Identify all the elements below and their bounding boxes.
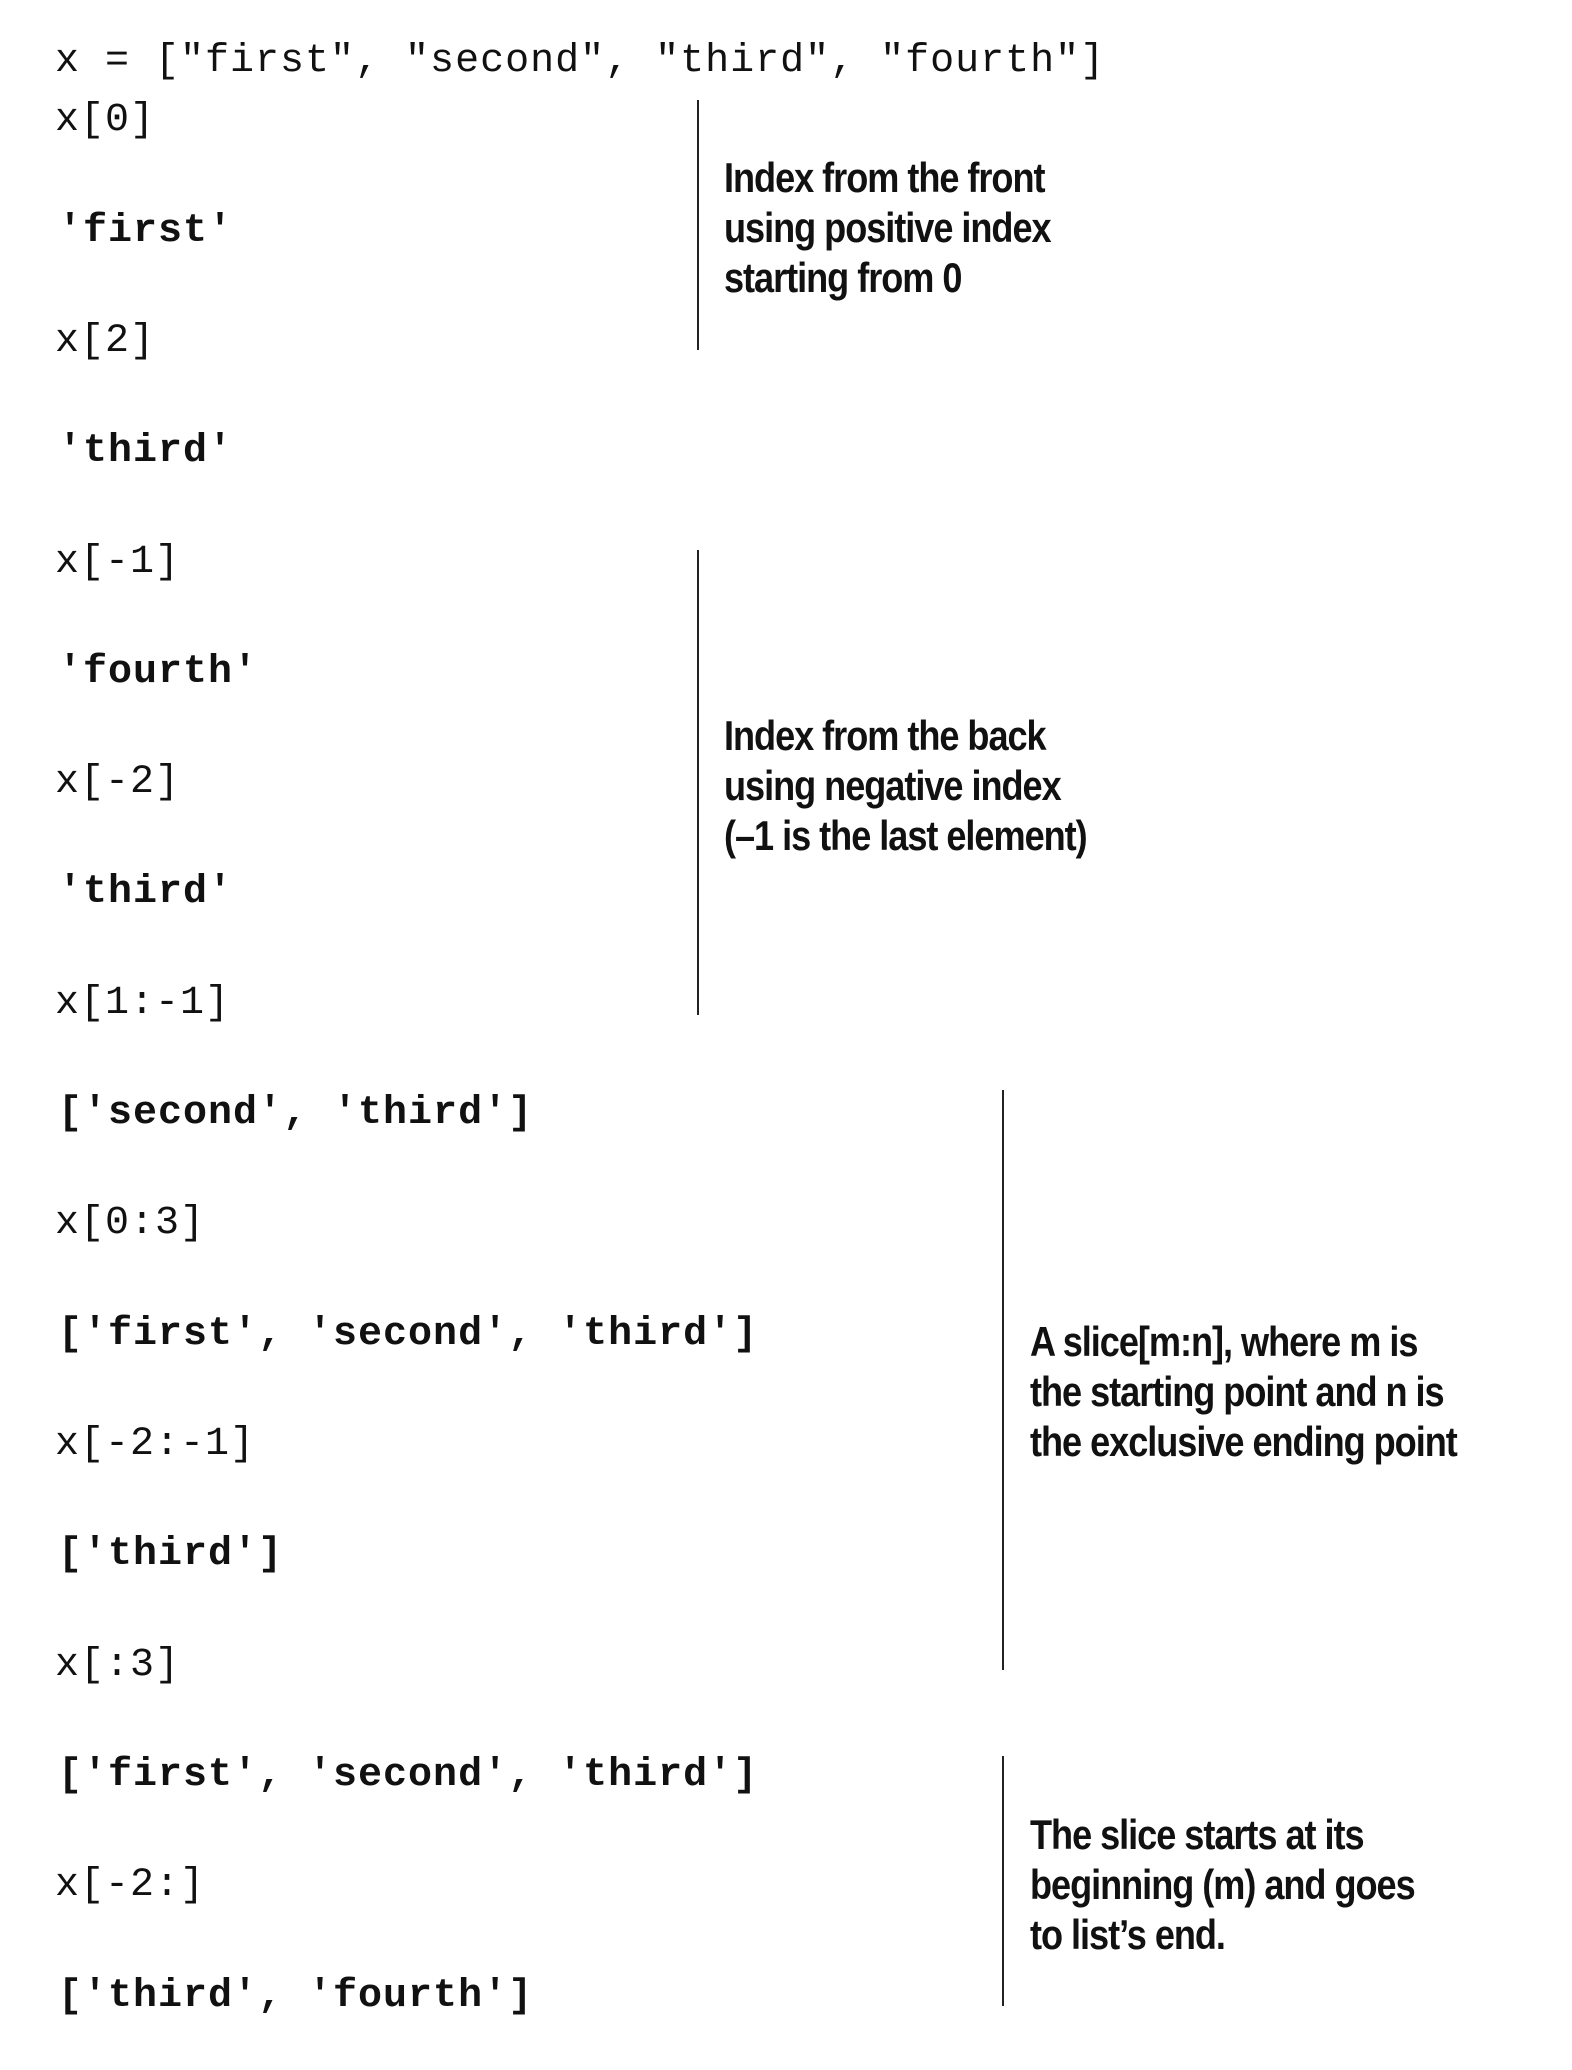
output-line: 'third' <box>58 429 234 474</box>
annotation-divider <box>697 100 699 350</box>
annotation-line: the starting point and n is <box>1030 1368 1445 1415</box>
annotation-line: The slice starts at its <box>1030 1811 1365 1858</box>
code-line-slice-0-3: x[0:3] <box>55 1201 206 1246</box>
code-line-slice-neg-2-to-end: x[-2:] <box>55 1863 206 1908</box>
code-line-index-0: x[0] <box>55 98 156 143</box>
output-line: 'first' <box>58 209 234 254</box>
output-line: ['third', 'fourth'] <box>58 1974 534 2019</box>
code-line-slice-to-3: x[:3] <box>55 1643 181 1688</box>
annotation-line: using positive index <box>724 204 1052 251</box>
annotation-line: Index from the back <box>724 712 1047 759</box>
annotation-divider <box>1002 1090 1004 1670</box>
annotation-divider <box>1002 1756 1004 2006</box>
output-line: 'third' <box>58 870 234 915</box>
output-line: 'fourth' <box>58 650 259 695</box>
output-line: ['second', 'third'] <box>58 1091 534 1136</box>
annotation-line: to list’s end. <box>1030 1911 1226 1958</box>
code-line-index-neg-2: x[-2] <box>55 760 181 805</box>
output-line: ['first', 'second', 'third'] <box>58 1753 759 1798</box>
output-line: ['third'] <box>58 1532 284 1577</box>
annotation-slice-m-n: A slice[m:n], where m is the starting po… <box>1030 1317 1458 1467</box>
annotation-line: A slice[m:n], where m is <box>1030 1318 1418 1365</box>
output-line: ['first', 'second', 'third'] <box>58 1312 759 1357</box>
annotation-divider <box>697 550 699 1015</box>
code-line-index-neg-1: x[-1] <box>55 540 181 585</box>
annotation-negative-index: Index from the back using negative index… <box>724 711 1088 861</box>
annotation-line: Index from the front <box>724 154 1046 201</box>
annotation-line: starting from 0 <box>724 254 962 301</box>
code-line-list-assignment: x = ["first", "second", "third", "fourth… <box>55 39 1106 84</box>
annotation-line: the exclusive ending point <box>1030 1418 1458 1465</box>
code-line-slice-neg-2-neg-1: x[-2:-1] <box>55 1422 256 1467</box>
annotation-line: (–1 is the last element) <box>724 812 1088 859</box>
annotation-line: using negative index <box>724 762 1062 809</box>
annotation-line: beginning (m) and goes <box>1030 1861 1416 1908</box>
annotation-positive-index: Index from the front using positive inde… <box>724 153 1052 303</box>
annotation-slice-to-end: The slice starts at its beginning (m) an… <box>1030 1810 1416 1960</box>
code-line-slice-1-neg-1: x[1:-1] <box>55 981 231 1026</box>
code-line-index-2: x[2] <box>55 319 156 364</box>
